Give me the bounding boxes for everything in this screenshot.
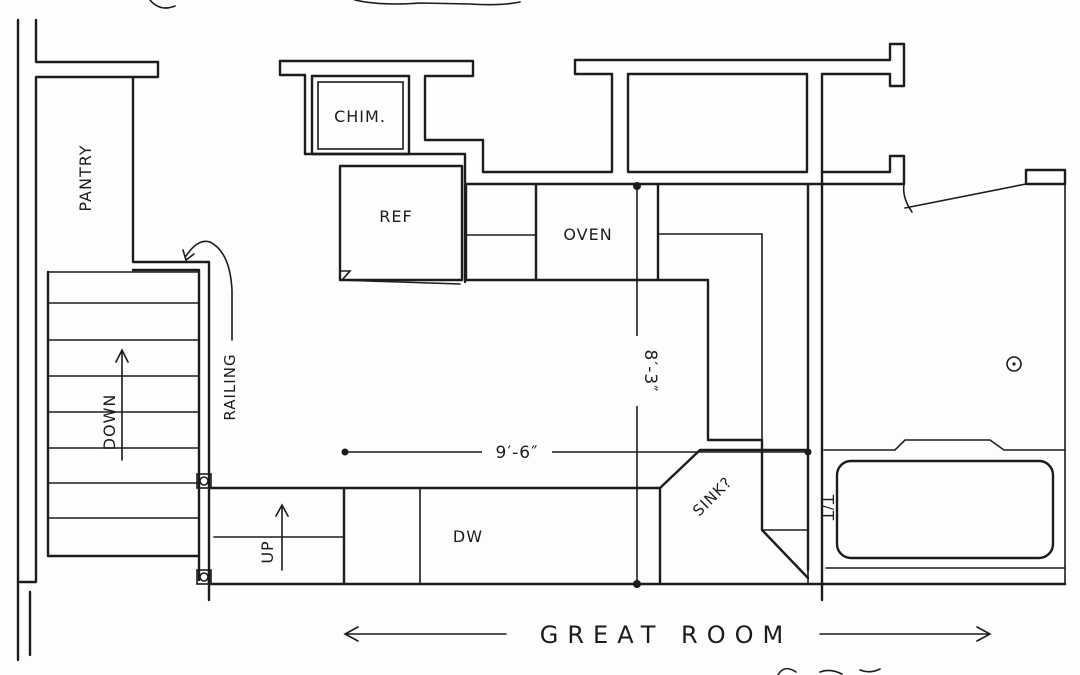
oven-label: OVEN xyxy=(563,225,612,244)
refrigerator: REF xyxy=(303,152,467,285)
bathtub xyxy=(835,459,1055,560)
left-arrow-icon xyxy=(343,626,507,642)
refrigerator-label: REF xyxy=(379,207,412,226)
faucet-mark: T/T xyxy=(819,494,837,521)
bottom-scribble xyxy=(777,667,881,675)
lower-counter: UP DW SINK? xyxy=(207,448,810,586)
chimney: CHIM. xyxy=(278,59,485,174)
stairs-up-label: UP xyxy=(258,540,277,563)
upper-walls xyxy=(464,42,906,602)
depth-dimension-label: 8′-3″ xyxy=(640,350,660,393)
staircase-down: DOWN xyxy=(46,270,201,558)
down-arrow-icon xyxy=(115,348,129,461)
great-room-indicator: GREAT ROOM xyxy=(343,621,992,649)
pantry-label: PANTRY xyxy=(76,144,95,211)
chimney-label: CHIM. xyxy=(334,107,386,126)
top-edge-scribble xyxy=(149,0,521,9)
great-room-label: GREAT ROOM xyxy=(540,621,792,649)
pantry: PANTRY xyxy=(76,75,211,586)
floor-drain-icon xyxy=(1006,356,1022,372)
stairs-down-label: DOWN xyxy=(100,394,119,451)
railing-label: RAILING xyxy=(221,353,239,420)
dimension-depth: 8′-3″ xyxy=(627,182,660,588)
sink-label: SINK? xyxy=(689,473,736,520)
dishwasher-label: DW xyxy=(453,527,483,546)
bathroom: T/T xyxy=(819,168,1067,585)
railing: RAILING xyxy=(182,240,239,585)
width-dimension-label: 9′-6″ xyxy=(496,443,539,463)
up-arrow-icon xyxy=(275,503,289,571)
right-arrow-icon xyxy=(819,626,992,642)
upper-counter: OVEN xyxy=(464,182,810,580)
dimension-width: 9′-6″ xyxy=(341,440,812,463)
